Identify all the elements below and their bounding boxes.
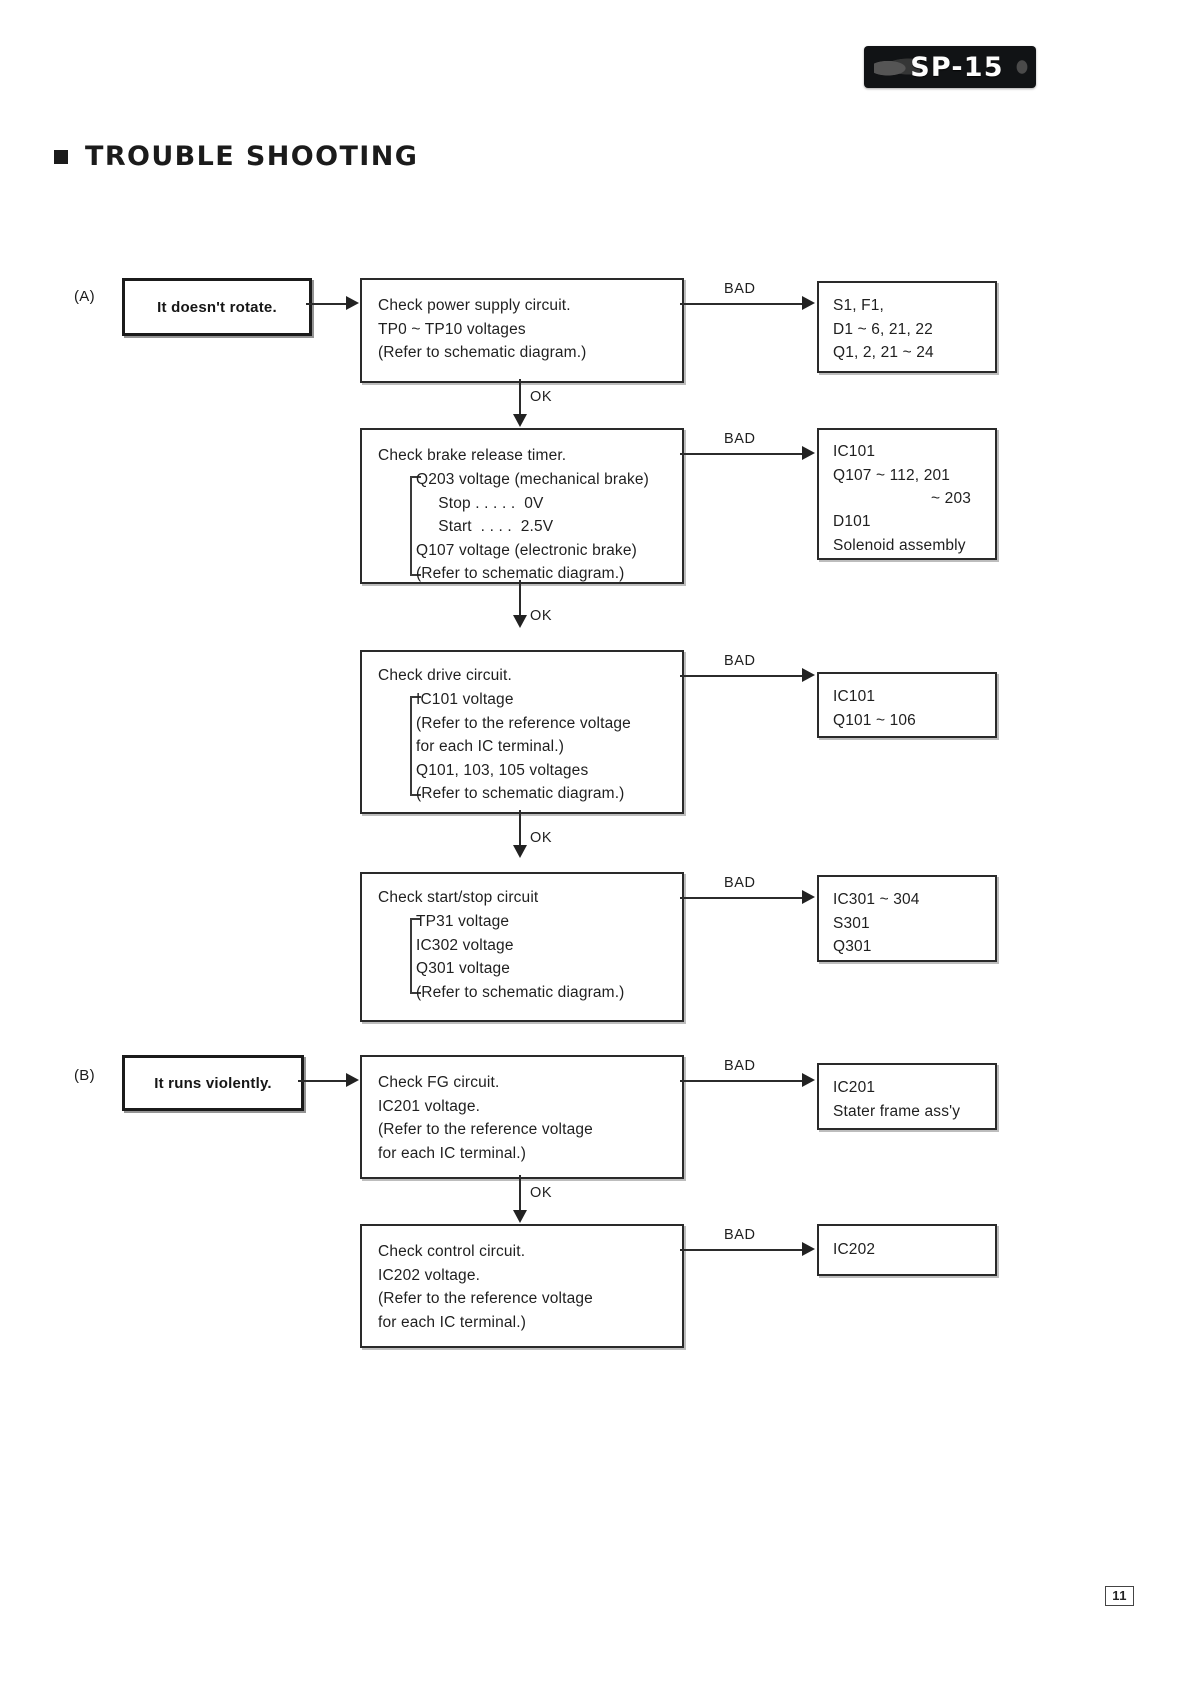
connector-a2-ok (519, 580, 521, 624)
process-text-a1: Check power supply circuit. TP0 ~ TP10 v… (378, 297, 587, 361)
connector-a-symptom (306, 303, 348, 305)
result-box-a4: IC301 ~ 304 S301 Q301 (817, 875, 997, 962)
arrow-a2-ok (513, 615, 527, 628)
connector-a1-bad (680, 303, 804, 305)
result-box-a2: IC101 Q107 ~ 112, 201 ~ 203 D101 Solenoi… (817, 428, 997, 560)
page-number: 11 (1105, 1586, 1134, 1606)
symptom-box-a: It doesn't rotate. (122, 278, 312, 336)
badge-smudge-icon (874, 55, 920, 79)
result-box-a1: S1, F1, D1 ~ 6, 21, 22 Q1, 2, 21 ~ 24 (817, 281, 997, 373)
section-title: TROUBLE SHOOTING (54, 141, 418, 172)
edge-label-a4-bad: BAD (724, 875, 756, 891)
result-text-b1: IC201 Stater frame ass'y (833, 1079, 961, 1120)
arrow-b2-bad (802, 1242, 815, 1256)
arrow-a3-ok (513, 845, 527, 858)
process-head-a2: Check brake release timer. (378, 447, 567, 464)
process-box-b1: Check FG circuit. IC201 voltage. (Refer … (360, 1055, 684, 1179)
branch-tag-a: (A) (74, 288, 95, 305)
edge-label-b1-bad: BAD (724, 1058, 756, 1074)
arrow-a3-bad (802, 668, 815, 682)
arrow-b-symptom (346, 1073, 359, 1087)
connector-a1-ok (519, 379, 521, 423)
connector-b2-bad (680, 1249, 804, 1251)
connector-b1-ok (519, 1175, 521, 1219)
brace-a3 (410, 696, 421, 796)
connector-a4-bad (680, 897, 804, 899)
edge-label-a3-ok: OK (530, 830, 553, 846)
symptom-box-b: It runs violently. (122, 1055, 304, 1111)
edge-label-b1-ok: OK (530, 1185, 553, 1201)
result-box-a3: IC101 Q101 ~ 106 (817, 672, 997, 738)
result-text-b2: IC202 (833, 1241, 876, 1258)
page-title: TROUBLE SHOOTING (85, 141, 419, 172)
edge-label-a1-bad: BAD (724, 281, 756, 297)
connector-b-symptom (298, 1080, 348, 1082)
edge-label-a2-bad: BAD (724, 431, 756, 447)
model-badge: SP-15 (864, 46, 1036, 88)
process-box-a1: Check power supply circuit. TP0 ~ TP10 v… (360, 278, 684, 383)
connector-a3-bad (680, 675, 804, 677)
result-text-a2-cont: ~ 203 (931, 490, 971, 507)
process-box-a4: Check start/stop circuit TP31 voltage IC… (360, 872, 684, 1022)
brace-a2 (410, 476, 421, 576)
process-sub-a4: TP31 voltage IC302 voltage Q301 voltage … (416, 913, 625, 1001)
process-text-b2: Check control circuit. IC202 voltage. (R… (378, 1243, 593, 1331)
connector-b1-bad (680, 1080, 804, 1082)
arrow-b1-bad (802, 1073, 815, 1087)
badge-label: SP-15 (910, 51, 1004, 83)
arrow-a-symptom (346, 296, 359, 310)
result-text-a2: IC101 Q107 ~ 112, 201 (833, 443, 951, 484)
process-box-a2: Check brake release timer. Q203 voltage … (360, 428, 684, 584)
brace-a4 (410, 918, 421, 994)
result-text-a3: IC101 Q101 ~ 106 (833, 688, 916, 729)
process-sub-a3: IC101 voltage (Refer to the reference vo… (416, 691, 631, 802)
edge-label-a3-bad: BAD (724, 653, 756, 669)
edge-label-a2-ok: OK (530, 608, 553, 624)
connector-a3-ok (519, 810, 521, 854)
process-sub-a2: Q203 voltage (mechanical brake) Stop . .… (416, 471, 649, 582)
process-box-b2: Check control circuit. IC202 voltage. (R… (360, 1224, 684, 1348)
process-head-a3: Check drive circuit. (378, 667, 512, 684)
result-box-b1: IC201 Stater frame ass'y (817, 1063, 997, 1130)
badge-smudge-right-icon (1014, 57, 1030, 77)
process-text-b1: Check FG circuit. IC201 voltage. (Refer … (378, 1074, 593, 1162)
edge-label-b2-bad: BAD (724, 1227, 756, 1243)
result-text-a2-tail: D101 Solenoid assembly (833, 513, 966, 554)
arrow-a4-bad (802, 890, 815, 904)
process-head-a4: Check start/stop circuit (378, 889, 539, 906)
arrow-a1-ok (513, 414, 527, 427)
connector-a2-bad (680, 453, 804, 455)
arrow-b1-ok (513, 1210, 527, 1223)
result-text-a4: IC301 ~ 304 S301 Q301 (833, 891, 920, 955)
arrow-a1-bad (802, 296, 815, 310)
result-text-a1: S1, F1, D1 ~ 6, 21, 22 Q1, 2, 21 ~ 24 (833, 297, 934, 361)
square-bullet-icon (54, 149, 68, 164)
edge-label-a1-ok: OK (530, 389, 553, 405)
result-box-b2: IC202 (817, 1224, 997, 1276)
process-box-a3: Check drive circuit. IC101 voltage (Refe… (360, 650, 684, 814)
branch-tag-b: (B) (74, 1067, 95, 1084)
arrow-a2-bad (802, 446, 815, 460)
